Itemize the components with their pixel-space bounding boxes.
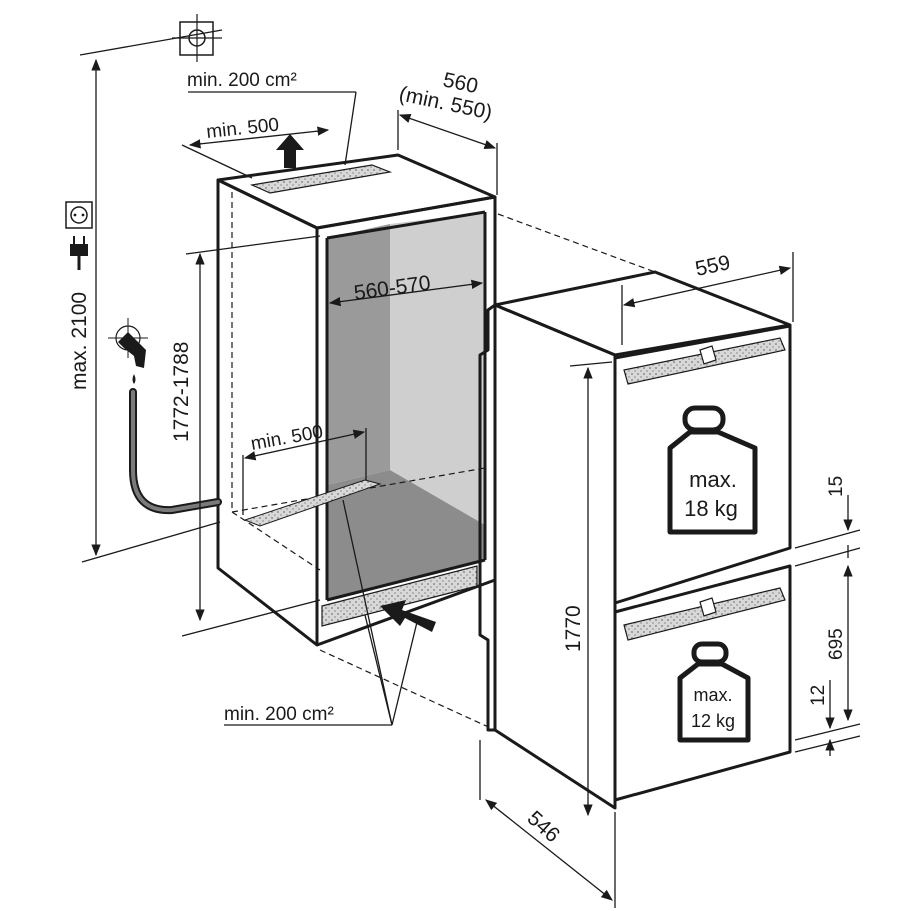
power-plug-icon bbox=[70, 236, 88, 270]
niche-floor bbox=[327, 470, 485, 600]
airflow-arrow-icon bbox=[276, 134, 304, 168]
appliance-side bbox=[493, 303, 617, 810]
niche-back-wall bbox=[327, 224, 390, 485]
label-floor-depth: min. 500 bbox=[249, 422, 324, 455]
niche-left-face bbox=[216, 178, 319, 647]
bottom-vent bbox=[321, 565, 478, 627]
label-vent-bottom-area: min. 200 cm² bbox=[224, 704, 334, 725]
upper-weight-prefix: max. bbox=[689, 467, 737, 492]
label-door-height: 695 bbox=[826, 628, 847, 660]
floor-vent bbox=[243, 479, 382, 527]
water-tap-icon bbox=[108, 318, 148, 384]
weight-icon bbox=[677, 641, 751, 743]
lower-weight-value: 12 kg bbox=[691, 711, 735, 731]
label-gap-bottom: 12 bbox=[808, 685, 829, 706]
appliance-top bbox=[493, 270, 792, 357]
top-vent bbox=[249, 164, 393, 194]
installation-niche bbox=[216, 153, 497, 647]
lower-weight-prefix: max. bbox=[693, 685, 732, 705]
airflow-arrow-icon bbox=[380, 600, 436, 632]
power-socket-icon bbox=[65, 201, 93, 229]
upper-door bbox=[613, 324, 792, 605]
upper-weight-value: 18 kg bbox=[684, 496, 738, 521]
label-niche-height: 1772-1788 bbox=[170, 342, 193, 442]
label-vent-top-depth: min. 500 bbox=[205, 114, 280, 143]
label-total-height-max: max. 2100 bbox=[68, 292, 91, 390]
label-vent-top-area: min. 200 cm² bbox=[187, 70, 297, 91]
weight-icon bbox=[667, 405, 758, 535]
label-gap-top: 15 bbox=[826, 476, 847, 497]
gas-symbol-icon bbox=[172, 14, 222, 62]
appliance bbox=[478, 270, 792, 810]
lower-door bbox=[613, 564, 792, 802]
label-appliance-width: 559 bbox=[693, 251, 732, 281]
label-appliance-height: 1770 bbox=[562, 605, 585, 652]
niche-side-wall bbox=[390, 212, 485, 525]
label-appliance-depth: 546 bbox=[523, 807, 564, 848]
